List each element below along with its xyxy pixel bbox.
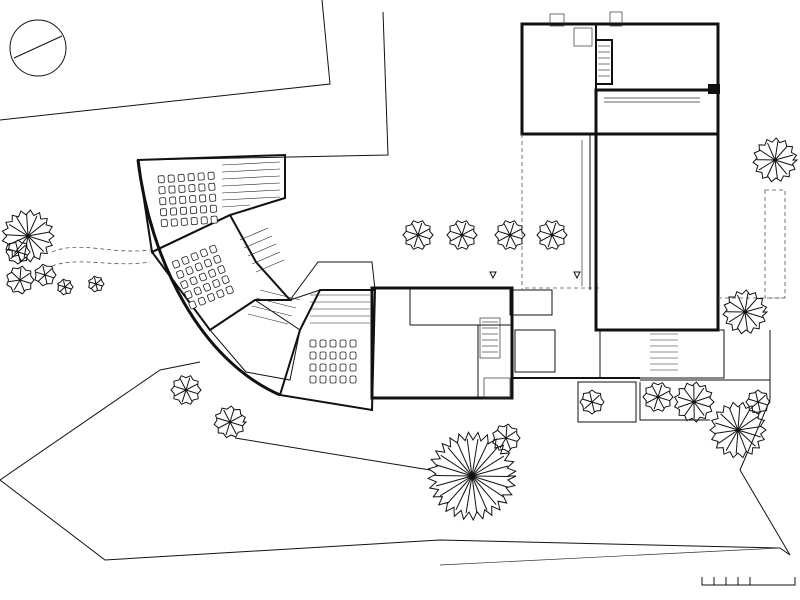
tree-east-5: [752, 137, 799, 183]
connecting-block: [370, 286, 556, 400]
curved-classroom-wing: [136, 153, 377, 412]
wing-stair-3: [310, 294, 370, 324]
tree-east-top: [722, 289, 769, 335]
tree-west-small-1: [5, 239, 31, 265]
tree-courtyard-1: [402, 220, 434, 250]
trees: [1, 137, 799, 522]
tree-west-large: [1, 209, 55, 263]
classroom-desks: [157, 171, 357, 384]
tree-east-3: [673, 381, 715, 423]
tree-east-large: [709, 401, 767, 459]
wing-stair-2: [239, 227, 285, 273]
tree-west-small-5: [88, 275, 105, 293]
tree-west-small-4: [57, 278, 74, 296]
scale-bar-icon: [701, 577, 796, 586]
wing-stair-1: [221, 161, 281, 208]
tree-west-small-2: [34, 263, 57, 287]
central-stair: [482, 321, 498, 353]
neighbour-building-outline: [0, 0, 389, 161]
tree-central-large: [426, 431, 517, 522]
tree-west-small-3: [6, 265, 35, 295]
tree-south-1: [170, 375, 202, 405]
hall-south-stair: [650, 333, 678, 371]
classroom-3-desks: [309, 339, 357, 384]
tree-courtyard-3: [494, 220, 526, 250]
north-arrow-icon: [9, 19, 67, 77]
tree-central-small: [492, 423, 521, 453]
tree-south-2: [213, 405, 248, 439]
tree-east-1: [579, 389, 605, 415]
tree-east-2: [642, 382, 674, 412]
classroom-1-desks: [157, 171, 218, 228]
tree-courtyard-2: [446, 220, 478, 250]
tree-courtyard-4: [536, 220, 568, 250]
wing-stair-4: [247, 289, 301, 325]
classroom-2-desks: [172, 244, 234, 310]
hall-stair: [598, 45, 610, 77]
site-boundary: [0, 246, 791, 566]
main-hall: [520, 11, 725, 379]
east-pergola: [718, 189, 786, 299]
